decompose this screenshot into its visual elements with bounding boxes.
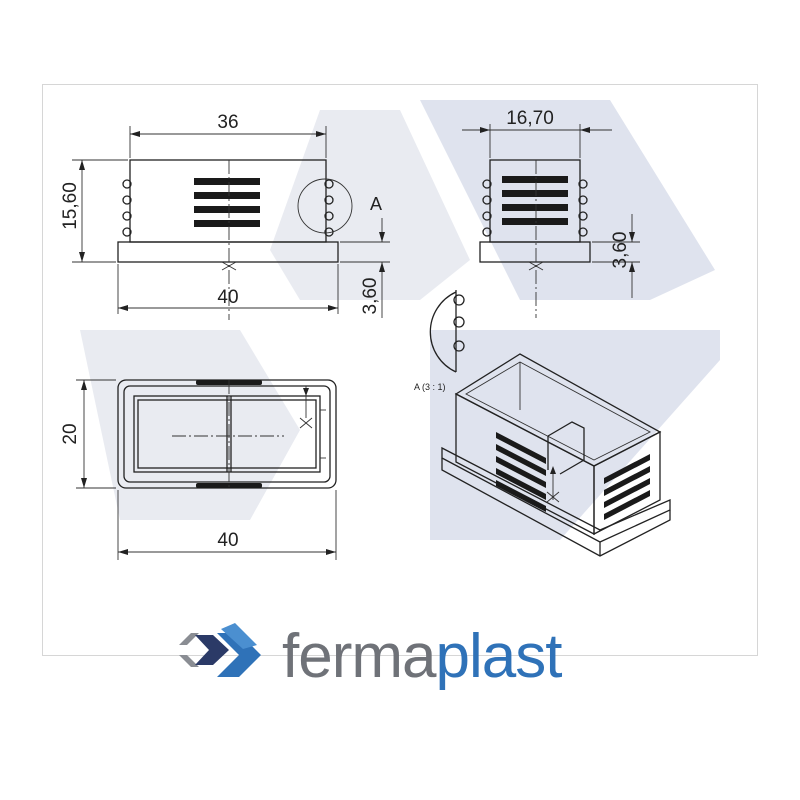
dim-front-base-height: 3,60 bbox=[360, 278, 381, 315]
front-dimensions: 36 15,60 40 3,60 A bbox=[60, 112, 390, 318]
front-vent-slots bbox=[194, 178, 260, 227]
side-view bbox=[479, 159, 591, 318]
brand-name-part1: ferma bbox=[282, 622, 436, 691]
side-dimensions: 16,70 3,60 bbox=[462, 108, 640, 298]
plan-dimensions: 20 40 bbox=[60, 379, 337, 560]
front-right-ribs bbox=[324, 179, 334, 237]
dim-front-base-width: 40 bbox=[217, 287, 238, 308]
side-right-ribs bbox=[578, 179, 588, 237]
dim-plan-width: 40 bbox=[217, 530, 238, 551]
detail-label: A (3 : 1) bbox=[414, 382, 446, 392]
dim-left-height: 15,60 bbox=[60, 182, 81, 230]
brand-name-part2: plast bbox=[435, 622, 562, 691]
logo-mark bbox=[179, 623, 261, 677]
dim-side-width: 16,70 bbox=[506, 108, 554, 129]
iso-vents-front bbox=[496, 432, 546, 512]
brand-wordmark: fermaplast bbox=[282, 612, 562, 702]
side-vent-slots bbox=[502, 176, 568, 225]
front-left-ribs bbox=[122, 179, 132, 237]
plan-view bbox=[117, 379, 337, 490]
isometric-view bbox=[441, 353, 671, 557]
dim-side-base-height: 3,60 bbox=[610, 232, 631, 269]
detail-view-a: A (3 : 1) bbox=[414, 290, 465, 392]
dim-top-width: 36 bbox=[217, 112, 238, 133]
detail-marker-a: A bbox=[370, 194, 382, 214]
front-view bbox=[117, 159, 353, 320]
iso-vents-side bbox=[604, 454, 650, 520]
side-left-ribs bbox=[482, 179, 492, 237]
fermaplast-logo bbox=[179, 623, 261, 677]
detail-circle-a bbox=[297, 178, 353, 234]
dim-plan-height: 20 bbox=[60, 423, 81, 444]
watermark-shapes bbox=[80, 100, 720, 540]
